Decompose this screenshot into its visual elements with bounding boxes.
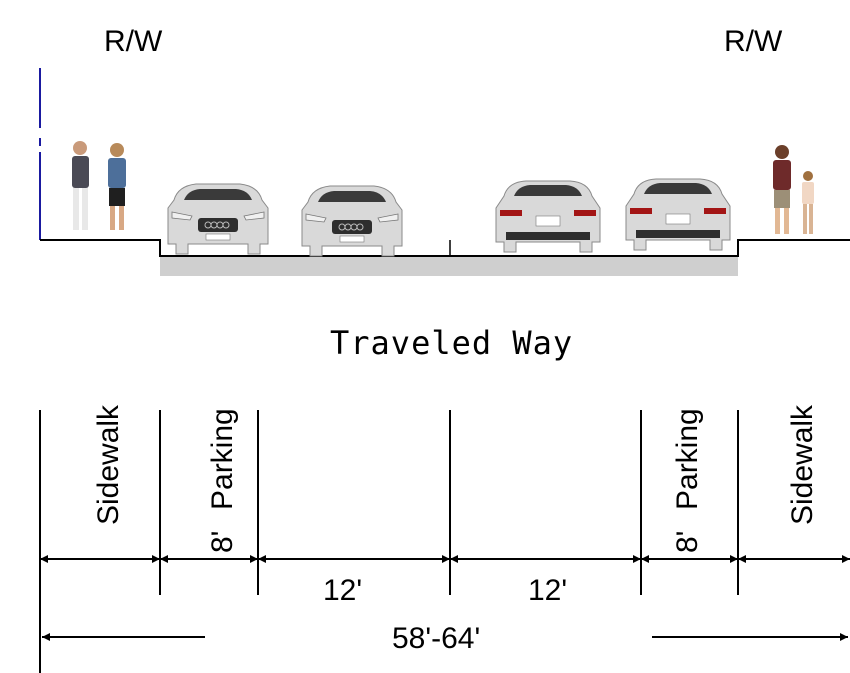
car-rear-icon — [625, 178, 731, 251]
traveled-way-label: Traveled Way — [330, 324, 573, 362]
parking-left-width-label: 8' — [206, 531, 239, 553]
car-front-icon — [167, 183, 269, 255]
sidewalk-left-label: Sidewalk — [92, 404, 125, 525]
zone-boundaries — [39, 410, 739, 673]
pedestrian-adult-child-icon — [773, 145, 814, 234]
street-profile — [40, 239, 850, 276]
lane-left-width-label: 12' — [323, 574, 362, 607]
total-width-label: 58'-64' — [392, 622, 480, 655]
parking-right-label: Parking — [671, 408, 704, 510]
pedestrian-pair-icon — [72, 141, 126, 230]
parking-left-label: Parking — [206, 408, 239, 510]
rw-left-label: R/W — [104, 25, 163, 58]
sidewalk-right-label: Sidewalk — [786, 404, 819, 525]
rw-right-label: R/W — [724, 25, 783, 58]
car-front-icon — [301, 185, 403, 257]
parking-right-width-label: 8' — [671, 531, 704, 553]
lane-right-width-label: 12' — [528, 574, 567, 607]
car-rear-icon — [495, 180, 601, 253]
